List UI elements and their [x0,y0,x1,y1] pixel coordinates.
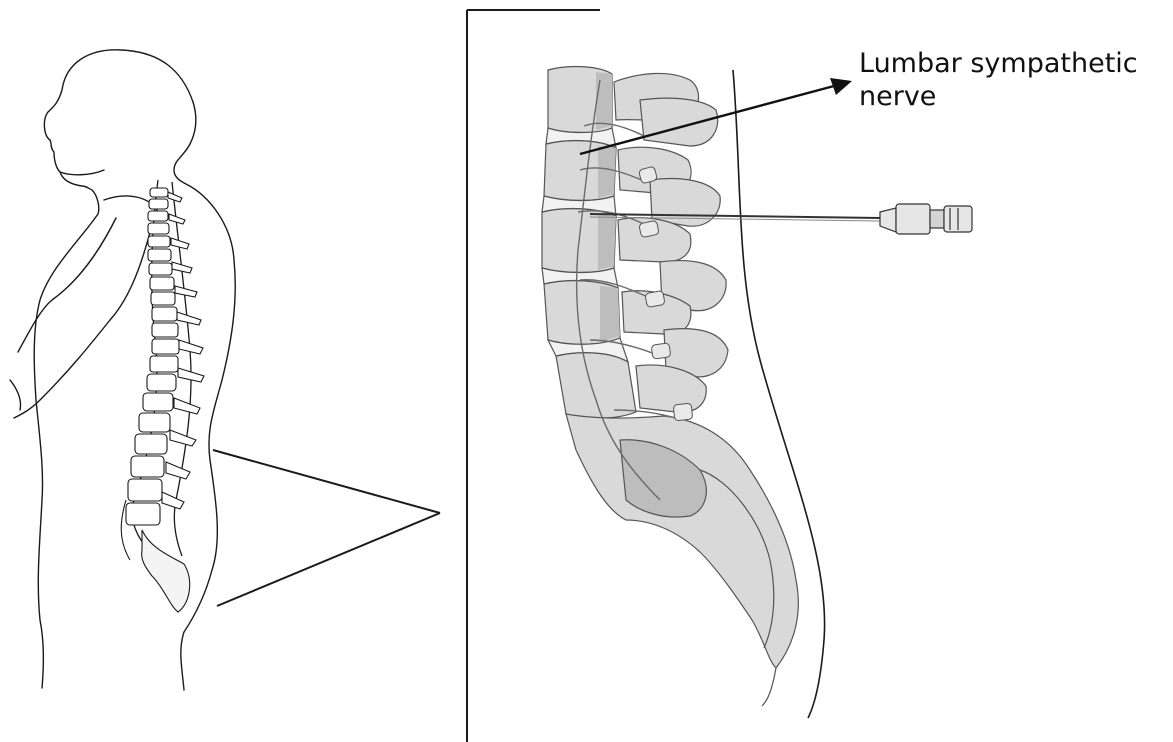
forearm-crease [10,380,21,410]
jaw-line [60,170,104,175]
annotation-label-line1: Lumbar sympathetic [859,48,1138,79]
annotation-label: Lumbar sympathetic nerve [859,47,1138,113]
needle-hub [896,204,930,234]
arrowhead-icon [830,78,852,95]
annotation-label-line2: nerve [859,81,936,112]
callout-line-lower [217,513,440,606]
sacrum-small [142,530,190,612]
needle-hub-collar [930,210,944,228]
magnification-callout [213,450,440,606]
needle-hub-cone [880,208,896,232]
arm-back-outline [14,232,150,418]
posterior-elements [614,73,728,412]
lumbar-spine-detail [542,67,798,706]
human-body-silhouette [10,50,235,690]
coccyx-tip [762,668,776,706]
callout-line-upper [213,450,440,513]
spine-overview [121,180,204,612]
